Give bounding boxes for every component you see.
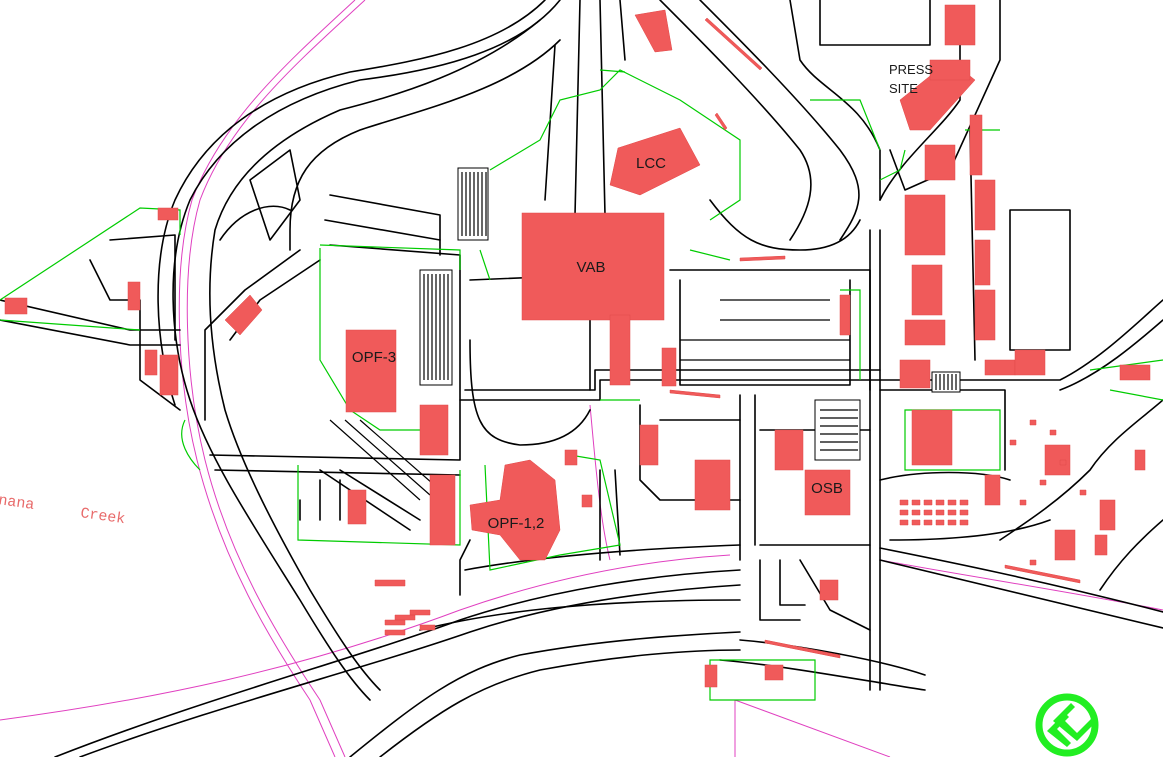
lcc-building — [609, 127, 701, 196]
fence-lines — [0, 69, 1163, 701]
label-press: PRESS — [889, 62, 933, 77]
label-banana: nana — [0, 492, 35, 514]
facility-labels: VAB LCC OPF-3 OPF-1,2 OSB PRESS SITE — [352, 62, 933, 532]
label-lcc: LCC — [636, 155, 666, 172]
label-creek: Creek — [79, 505, 126, 528]
label-site: SITE — [889, 81, 918, 96]
label-vab: VAB — [577, 259, 606, 276]
buildings — [4, 4, 1151, 688]
opf-1-2-building — [469, 459, 561, 561]
label-opf-3: OPF-3 — [352, 349, 396, 366]
label-osb: OSB — [811, 480, 843, 497]
parking-structures — [419, 167, 961, 461]
north-arrow-icon — [1035, 693, 1099, 757]
label-opf-1-2: OPF-1,2 — [488, 515, 545, 532]
opf-3-building — [345, 329, 397, 413]
street-annotations — [669, 17, 1081, 659]
vab-building — [521, 212, 665, 321]
osb-building — [804, 469, 851, 516]
water-labels: nana Creek — [0, 492, 126, 528]
